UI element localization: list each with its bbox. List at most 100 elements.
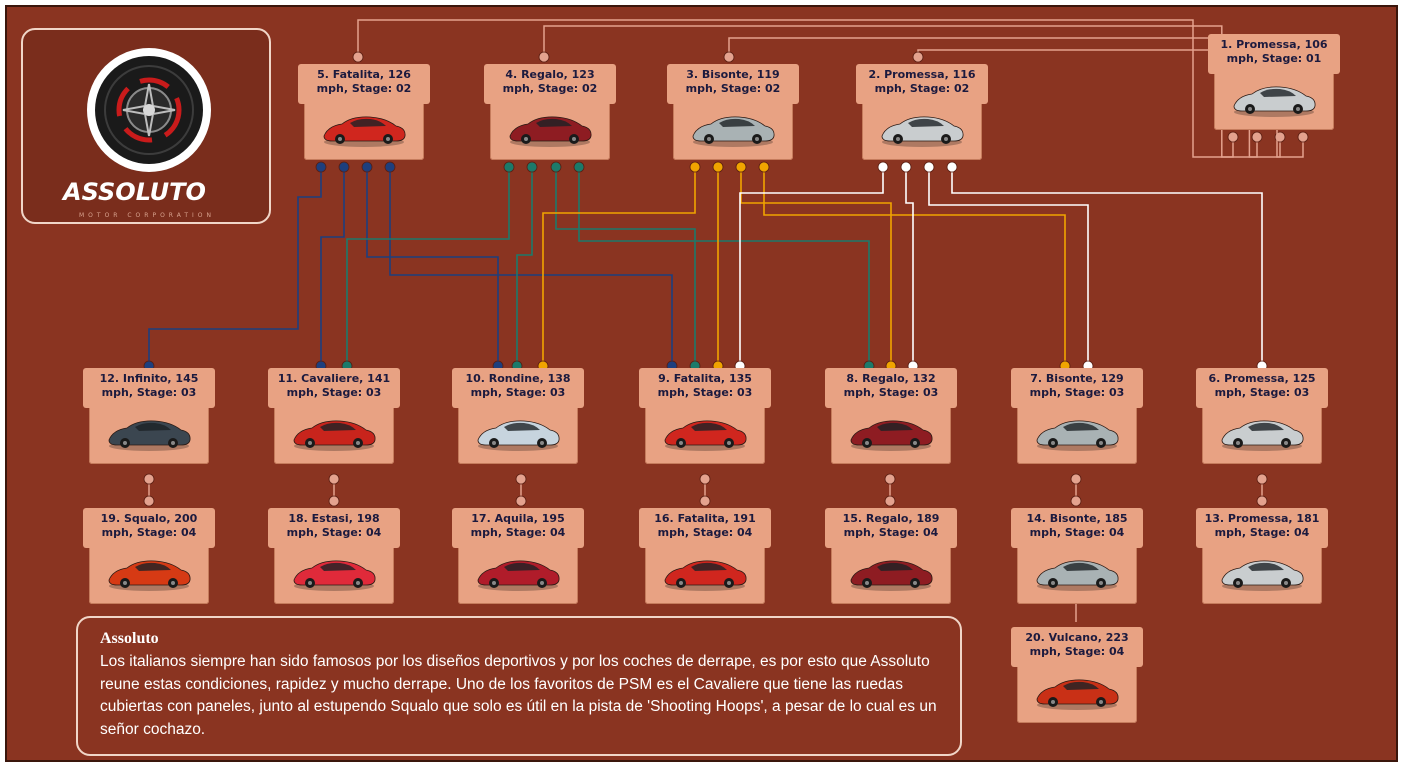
connector-dot [504, 162, 514, 172]
connector-dot [539, 52, 549, 62]
connector-dot [924, 162, 934, 172]
connector-dot [700, 474, 710, 484]
unlock-tree-board: ASSOLUTO MOTOR CORPORATION 1. Promessa, … [5, 5, 1398, 762]
connection-wire [390, 169, 672, 364]
connection-wire [740, 169, 883, 364]
car-image-icon [847, 412, 935, 452]
car-image-icon [506, 108, 594, 148]
car-card[interactable]: 10. Rondine, 138 mph, Stage: 03 [458, 368, 578, 464]
wheel-emblem-icon [83, 44, 215, 176]
connector-dot [913, 52, 923, 62]
connection-wire [929, 169, 1088, 364]
car-label: 3. Bisonte, 119 mph, Stage: 02 [667, 68, 799, 96]
description-title: Assoluto [100, 630, 159, 648]
connector-dot [1071, 474, 1081, 484]
car-image-icon [474, 552, 562, 592]
car-image-icon [1230, 78, 1318, 118]
car-card[interactable]: 20. Vulcano, 223 mph, Stage: 04 [1017, 627, 1137, 723]
car-image-icon [847, 552, 935, 592]
car-label: 17. Aquila, 195 mph, Stage: 04 [452, 512, 584, 540]
car-label: 2. Promessa, 116 mph, Stage: 02 [856, 68, 988, 96]
car-card[interactable]: 9. Fatalita, 135 mph, Stage: 03 [645, 368, 765, 464]
connector-dot [362, 162, 372, 172]
car-card[interactable]: 3. Bisonte, 119 mph, Stage: 02 [673, 64, 793, 160]
connection-wire [764, 169, 1065, 364]
car-card[interactable]: 6. Promessa, 125 mph, Stage: 03 [1202, 368, 1322, 464]
car-label: 18. Estasi, 198 mph, Stage: 04 [268, 512, 400, 540]
connector-dot [1071, 496, 1081, 506]
car-label: 6. Promessa, 125 mph, Stage: 03 [1196, 372, 1328, 400]
connector-dot [700, 496, 710, 506]
car-card[interactable]: 5. Fatalita, 126 mph, Stage: 02 [304, 64, 424, 160]
connector-dot [144, 474, 154, 484]
brand-logo-panel: ASSOLUTO MOTOR CORPORATION [21, 28, 271, 224]
car-card[interactable]: 2. Promessa, 116 mph, Stage: 02 [862, 64, 982, 160]
car-image-icon [474, 412, 562, 452]
car-label: 11. Cavaliere, 141 mph, Stage: 03 [268, 372, 400, 400]
connection-wire [906, 169, 913, 364]
car-card[interactable]: 4. Regalo, 123 mph, Stage: 02 [490, 64, 610, 160]
car-label: 5. Fatalita, 126 mph, Stage: 02 [298, 68, 430, 96]
brand-tagline: MOTOR CORPORATION [79, 212, 215, 219]
car-card[interactable]: 11. Cavaliere, 141 mph, Stage: 03 [274, 368, 394, 464]
brand-name: ASSOLUTO [63, 178, 206, 206]
car-card[interactable]: 7. Bisonte, 129 mph, Stage: 03 [1017, 368, 1137, 464]
description-body: Los italianos siempre han sido famosos p… [100, 651, 950, 741]
connection-wire [517, 169, 532, 364]
connector-dot [339, 162, 349, 172]
car-label: 15. Regalo, 189 mph, Stage: 04 [825, 512, 957, 540]
connector-dot [551, 162, 561, 172]
connector-dot [885, 474, 895, 484]
connector-dot [329, 496, 339, 506]
connection-wire [347, 169, 509, 364]
connection-wire [321, 169, 344, 364]
connector-dot [1252, 132, 1262, 142]
car-label: 1. Promessa, 106 mph, Stage: 01 [1208, 38, 1340, 66]
car-label: 20. Vulcano, 223 mph, Stage: 04 [1011, 631, 1143, 659]
car-label: 10. Rondine, 138 mph, Stage: 03 [452, 372, 584, 400]
car-label: 4. Regalo, 123 mph, Stage: 02 [484, 68, 616, 96]
connector-dot [947, 162, 957, 172]
car-label: 13. Promessa, 181 mph, Stage: 04 [1196, 512, 1328, 540]
connection-wire [729, 38, 1280, 157]
connector-dot [901, 162, 911, 172]
car-image-icon [1033, 412, 1121, 452]
car-label: 16. Fatalita, 191 mph, Stage: 04 [639, 512, 771, 540]
car-card[interactable]: 13. Promessa, 181 mph, Stage: 04 [1202, 508, 1322, 604]
connector-dot [353, 52, 363, 62]
car-card[interactable]: 17. Aquila, 195 mph, Stage: 04 [458, 508, 578, 604]
connector-dot [736, 162, 746, 172]
connector-dot [713, 162, 723, 172]
connection-wire [579, 169, 869, 364]
car-image-icon [689, 108, 777, 148]
car-image-icon [661, 412, 749, 452]
car-card[interactable]: 8. Regalo, 132 mph, Stage: 03 [831, 368, 951, 464]
connector-dot [316, 162, 326, 172]
connector-dot [885, 496, 895, 506]
car-card[interactable]: 1. Promessa, 106 mph, Stage: 01 [1214, 34, 1334, 130]
car-image-icon [878, 108, 966, 148]
connector-dot [878, 162, 888, 172]
car-card[interactable]: 19. Squalo, 200 mph, Stage: 04 [89, 508, 209, 604]
car-image-icon [1033, 671, 1121, 711]
car-label: 14. Bisonte, 185 mph, Stage: 04 [1011, 512, 1143, 540]
connector-dot [574, 162, 584, 172]
connector-dot [1228, 132, 1238, 142]
car-card[interactable]: 12. Infinito, 145 mph, Stage: 03 [89, 368, 209, 464]
car-label: 9. Fatalita, 135 mph, Stage: 03 [639, 372, 771, 400]
car-card[interactable]: 15. Regalo, 189 mph, Stage: 04 [831, 508, 951, 604]
car-image-icon [1218, 412, 1306, 452]
connector-dot [724, 52, 734, 62]
car-label: 7. Bisonte, 129 mph, Stage: 03 [1011, 372, 1143, 400]
car-card[interactable]: 16. Fatalita, 191 mph, Stage: 04 [645, 508, 765, 604]
car-label: 8. Regalo, 132 mph, Stage: 03 [825, 372, 957, 400]
connector-dot [329, 474, 339, 484]
description-panel: Assoluto Los italianos siempre han sido … [76, 616, 962, 756]
car-card[interactable]: 18. Estasi, 198 mph, Stage: 04 [274, 508, 394, 604]
connector-dot [516, 474, 526, 484]
connector-dot [1257, 496, 1267, 506]
connector-dot [690, 162, 700, 172]
car-image-icon [1218, 552, 1306, 592]
connector-dot [527, 162, 537, 172]
car-card[interactable]: 14. Bisonte, 185 mph, Stage: 04 [1017, 508, 1137, 604]
